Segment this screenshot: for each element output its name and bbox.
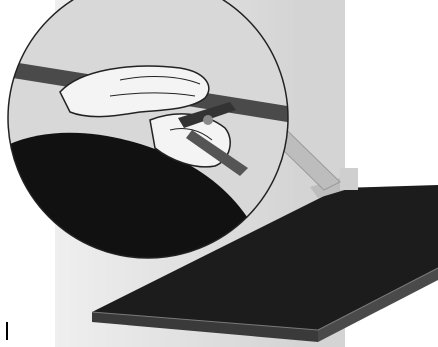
assembly-illustration — [0, 0, 438, 347]
